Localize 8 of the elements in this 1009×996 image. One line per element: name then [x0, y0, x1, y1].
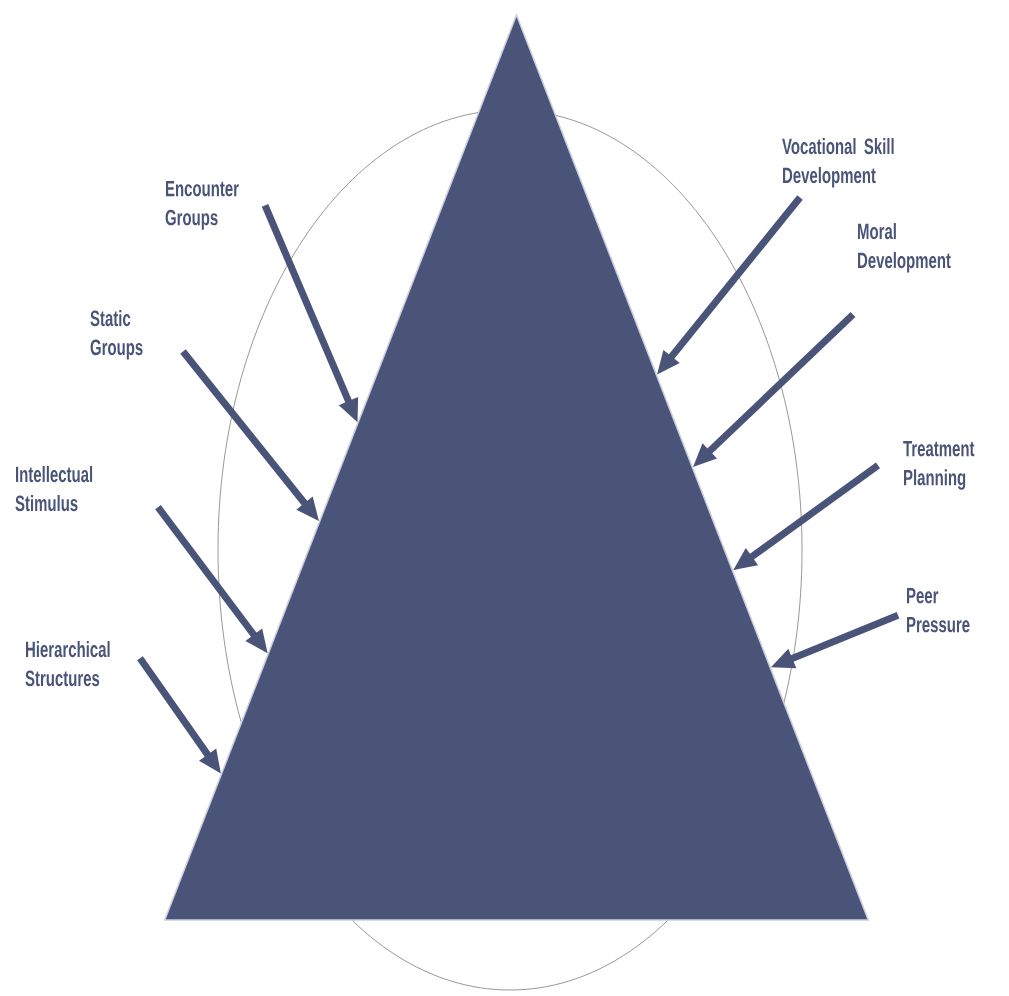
label-text: Encounter Groups	[165, 181, 239, 230]
label-text: Static Groups	[90, 310, 143, 360]
label-text: Vocational Skill Development	[782, 138, 894, 188]
label-text: Intellectual Stimulus	[15, 466, 93, 512]
label-text: Treatment Planning	[903, 441, 975, 490]
label-text: Peer Pressure	[907, 588, 970, 633]
label-text: Hierarchical Structures	[25, 641, 110, 687]
label-text: Moral Development	[858, 223, 951, 273]
